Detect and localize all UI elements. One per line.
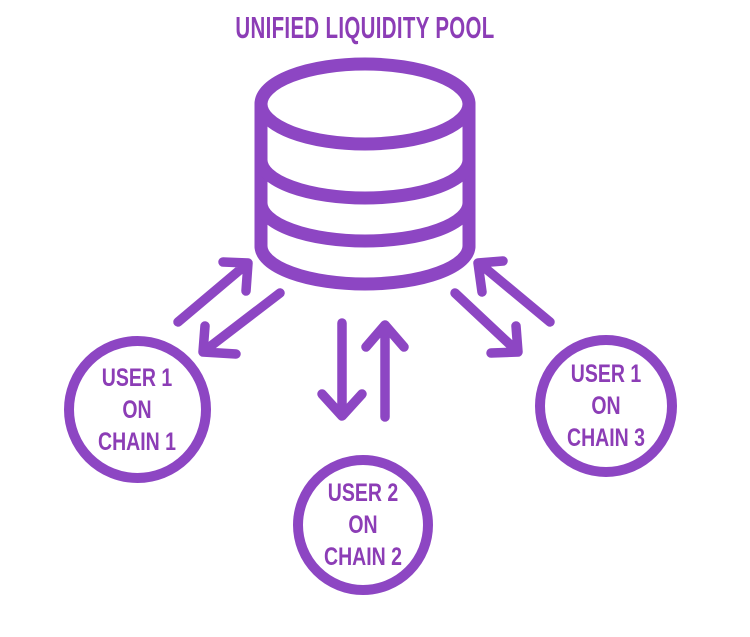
arrow-up-icon (361, 320, 409, 422)
node-user1-chain1: USER 1 ON CHAIN 1 (64, 336, 211, 483)
node-label-line: USER 1 (102, 363, 173, 392)
node-label-line: ON (122, 395, 153, 424)
arrow-down-icon (317, 318, 367, 421)
node-label-line: CHAIN 2 (323, 543, 402, 571)
node-label: USER 1 ON CHAIN 1 (98, 362, 176, 458)
node-label-line: USER 1 (570, 360, 642, 388)
page-title: UNIFIED LIQUIDITY POOL (235, 10, 495, 45)
node-user2-chain2: USER 2 ON CHAIN 2 (293, 455, 433, 595)
node-label: USER 1 ON CHAIN 3 (567, 358, 645, 454)
edge-pool-chain1 (173, 257, 285, 359)
arrow-up-right-icon (173, 257, 253, 327)
database-icon (254, 57, 476, 291)
node-label: USER 2 ON CHAIN 2 (324, 477, 402, 573)
node-label-line: ON (348, 511, 378, 539)
node-label-line: ON (591, 392, 621, 420)
arrow-down-left-icon (198, 288, 285, 359)
node-label-line: CHAIN 3 (566, 424, 645, 452)
arrow-up-left-icon (473, 256, 555, 327)
edge-pool-chain2 (317, 318, 409, 422)
node-user1-chain3: USER 1 ON CHAIN 3 (535, 335, 677, 477)
node-label-line: USER 2 (327, 479, 399, 507)
arrow-down-right-icon (450, 288, 523, 358)
node-label-line: CHAIN 1 (98, 427, 177, 456)
edge-pool-chain3 (450, 256, 555, 358)
